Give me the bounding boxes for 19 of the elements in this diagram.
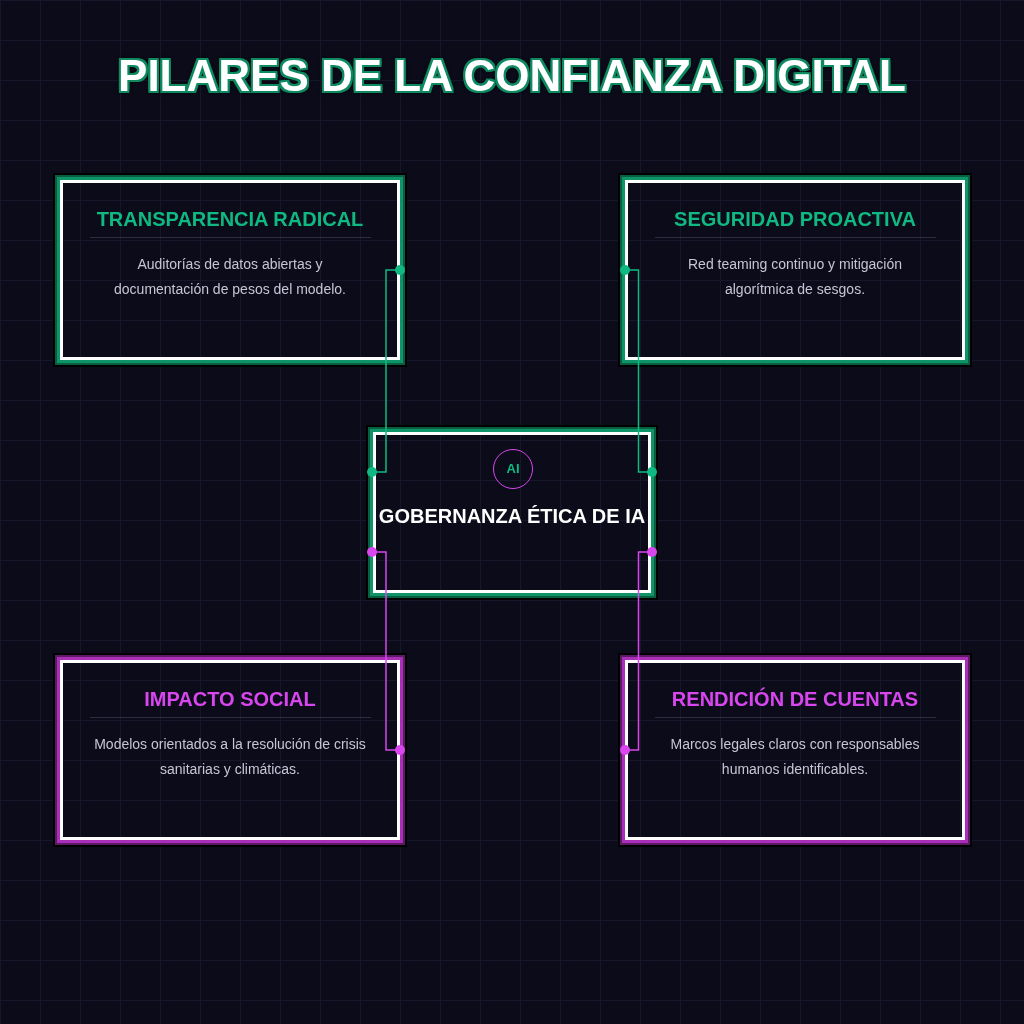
hub-card xyxy=(366,425,658,600)
card-description: Marcos legales claros con responsables humanos identificables. xyxy=(669,735,921,779)
connector-line xyxy=(620,265,657,477)
card-heading: TRANSPARENCIA RADICAL xyxy=(96,207,364,231)
card-heading: RENDICIÓN DE CUENTAS xyxy=(671,687,919,711)
pillar-card xyxy=(53,173,407,367)
card-heading: IMPACTO SOCIAL xyxy=(144,687,316,711)
card-description: Red teaming continuo y mitigación algorítmica de sesgos. xyxy=(687,255,903,299)
card-heading: SEGURIDAD PROACTIVA xyxy=(674,207,916,231)
connector-line xyxy=(367,547,405,755)
card-description: Modelos orientados a la resolución de crisis sanitarias y climáticas. xyxy=(93,735,367,779)
connector-line xyxy=(367,265,405,477)
card-description: Auditorías de datos abiertas y documentación de pesos del modelo. xyxy=(113,255,347,299)
hub-heading: GOBERNANZA ÉTICA DE IA xyxy=(377,504,647,528)
pillar-card xyxy=(618,653,972,847)
connector-line xyxy=(620,547,657,755)
pillar-card xyxy=(618,173,972,367)
page-title: PILARES DE LA CONFIANZA DIGITAL xyxy=(118,50,906,102)
pillar-card xyxy=(53,653,407,847)
